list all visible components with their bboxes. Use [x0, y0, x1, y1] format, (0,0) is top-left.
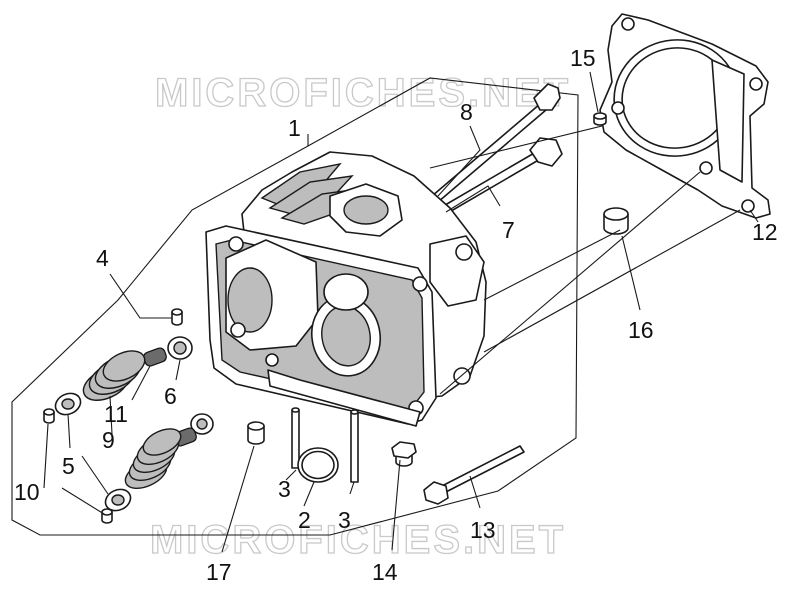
cylinder-head: [205, 151, 487, 427]
oil-seal-6-lower: [190, 413, 214, 435]
valve-cotter-10-upper: [43, 408, 55, 424]
valve-cotter-10-lower: [101, 508, 113, 524]
spring-retainer-5-upper: [54, 392, 82, 416]
pin-4: [171, 308, 183, 326]
long-bolt-13: [423, 445, 525, 505]
spring-retainer-5-lower: [104, 488, 132, 512]
callout-16: 16: [628, 317, 654, 343]
valve-spring-9-upper: [82, 350, 146, 401]
callout-7: 7: [502, 217, 515, 243]
callout-13: 13: [470, 517, 496, 543]
stud-3-left: [291, 407, 300, 469]
plug-14: [391, 441, 417, 467]
callout-12: 12: [752, 219, 778, 245]
callout-4: 4: [96, 245, 109, 271]
callout-6: 6: [164, 383, 177, 409]
callout-15: 15: [570, 45, 596, 71]
oil-seal-6-upper: [167, 336, 193, 360]
callout-5: 5: [62, 453, 75, 479]
head-gasket: [599, 13, 771, 219]
leader-lines: [43, 71, 759, 553]
watermark-bottom: MICROFICHES.NET: [150, 518, 566, 562]
callout-8: 8: [460, 99, 473, 125]
callout-3-right: 3: [338, 507, 351, 533]
callout-17: 17: [206, 559, 232, 585]
valve-spring-9-lower: [124, 428, 182, 490]
callout-9: 9: [102, 427, 115, 453]
pin-17: [247, 421, 265, 445]
callout-14: 14: [372, 559, 398, 585]
callout-1: 1: [288, 115, 301, 141]
callout-11: 11: [104, 401, 128, 427]
callout-2: 2: [298, 507, 311, 533]
o-ring-2: [297, 447, 339, 483]
dowel-pin-15: [593, 112, 607, 126]
watermark-top: MICROFICHES.NET: [155, 71, 571, 115]
stud-3-right: [350, 409, 359, 483]
valve-seal-11-upper: [143, 347, 167, 367]
callout-10: 10: [14, 479, 40, 505]
callout-3-left: 3: [278, 476, 291, 502]
bushing-16: [603, 207, 629, 235]
